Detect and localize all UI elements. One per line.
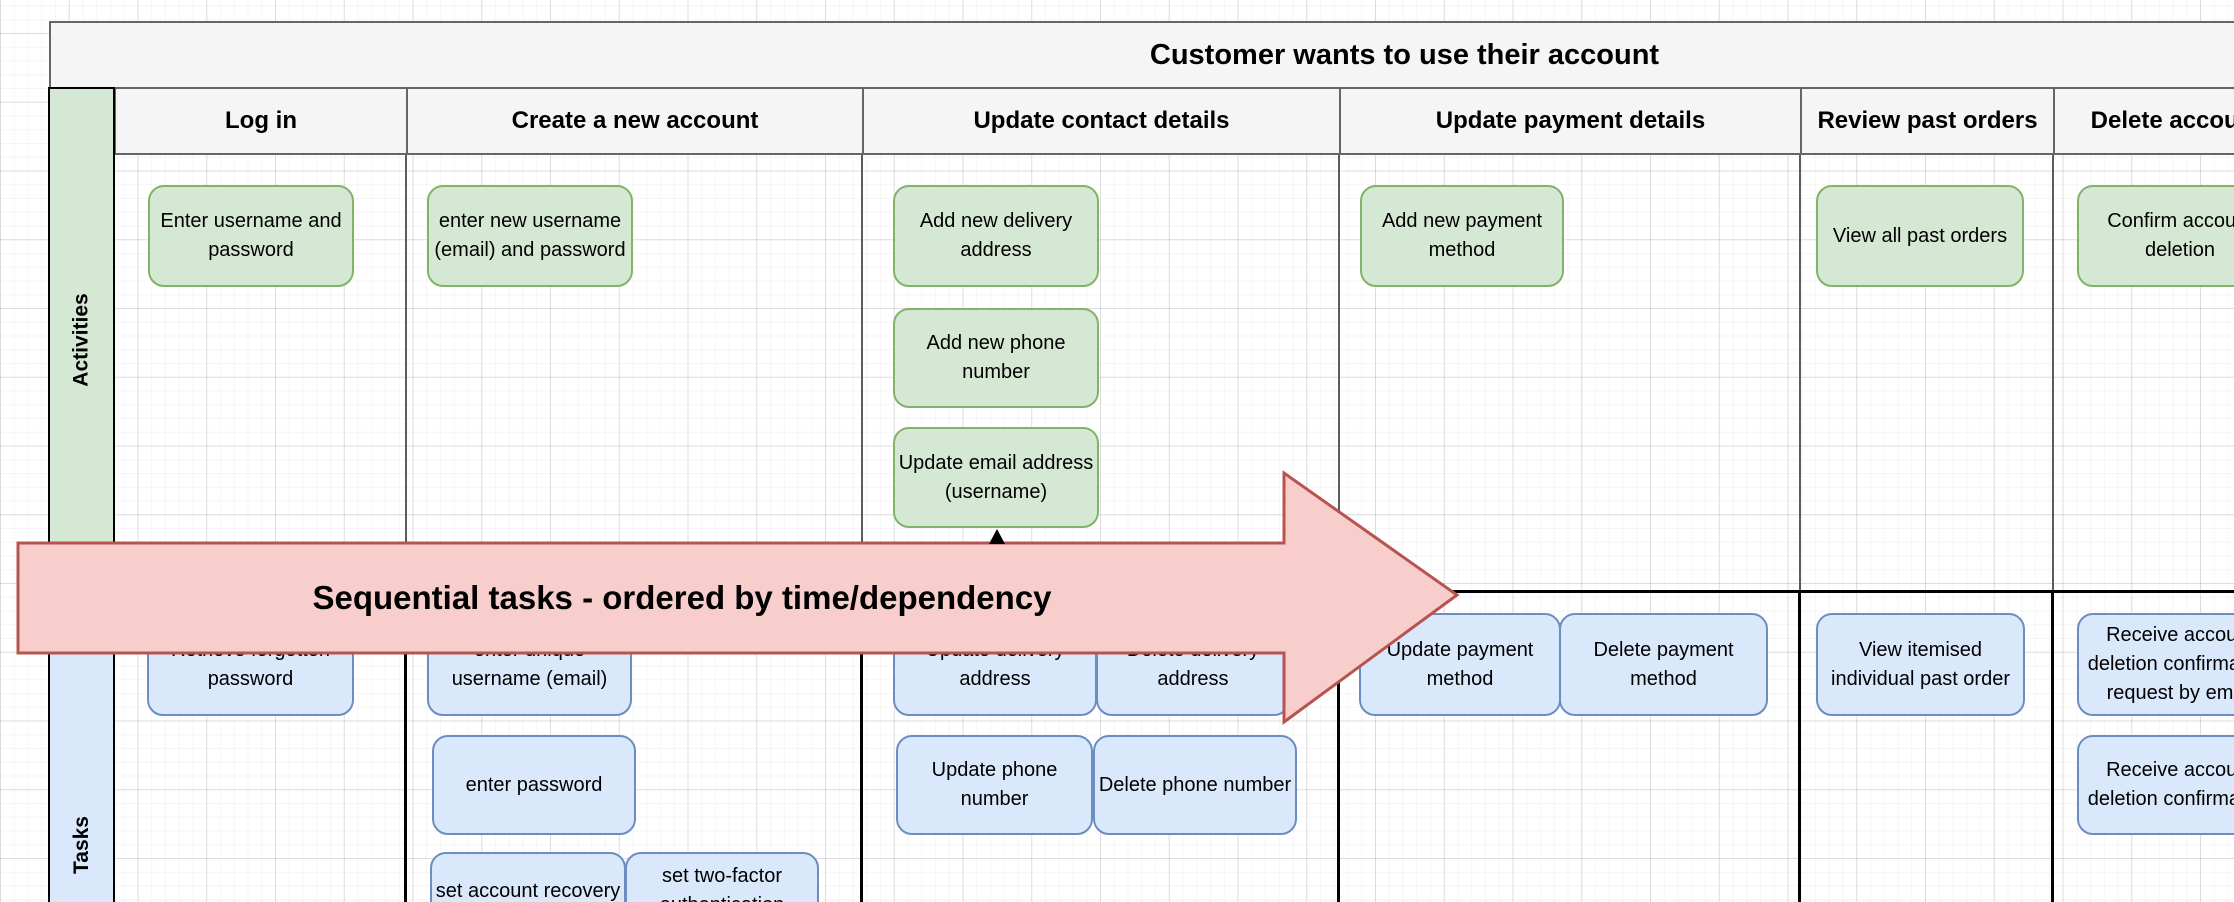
column-divider xyxy=(861,155,863,591)
activity-box-view-orders[interactable]: View all past orders xyxy=(1816,185,2024,287)
task-box-retrieve-password[interactable]: Retrieve forgotten password xyxy=(147,613,354,716)
story-map-title: Customer wants to use their account xyxy=(1149,38,1660,71)
column-header-label: Update contact details xyxy=(973,107,1230,134)
task-label: enter unique username (email) xyxy=(451,638,608,690)
activity-label: Add new phone number xyxy=(926,332,1066,383)
column-header-label: Delete account xyxy=(2090,107,2234,134)
task-label: set account recovery xyxy=(435,879,621,902)
column-divider xyxy=(1799,155,1801,591)
activity-box-add-payment[interactable]: Add new payment method xyxy=(1360,185,1564,287)
activity-label: View all past orders xyxy=(1832,224,2008,247)
activities-lane-label: Activities xyxy=(69,292,93,387)
column-header-create-account[interactable]: Create a new account xyxy=(406,87,864,155)
task-box-delete-payment[interactable]: Delete payment method xyxy=(1559,613,1768,716)
task-box-update-payment[interactable]: Update payment method xyxy=(1359,613,1561,716)
task-box-account-recovery[interactable]: set account recovery xyxy=(430,852,626,902)
task-label: Receive account deletion confirmation xyxy=(2087,759,2234,810)
task-label: Receive account deletion confirmation re… xyxy=(2087,624,2234,704)
column-divider xyxy=(2052,155,2054,591)
task-label: View itemised individual past order xyxy=(1831,638,2010,690)
activity-box-enter-credentials[interactable]: Enter username and password xyxy=(148,185,354,287)
activity-box-confirm-deletion[interactable]: Confirm account deletion xyxy=(2077,185,2234,287)
task-box-receive-deletion-confirmation[interactable]: Receive account deletion confirmation xyxy=(2077,735,2234,835)
task-label: Delete phone number xyxy=(1098,773,1292,796)
task-label: Update payment method xyxy=(1386,638,1534,690)
sequential-tasks-arrow-label: Sequential tasks - ordered by time/depen… xyxy=(312,579,1052,616)
task-label: Update delivery address xyxy=(925,638,1065,690)
column-header-update-payment[interactable]: Update payment details xyxy=(1339,87,1802,155)
activity-label: Confirm account deletion xyxy=(2107,210,2234,261)
story-map-title-cell[interactable]: Customer wants to use their account xyxy=(49,21,2234,89)
column-divider xyxy=(1337,591,1340,902)
tasks-lane-header[interactable]: Tasks xyxy=(48,590,115,902)
column-header-log-in[interactable]: Log in xyxy=(114,87,408,155)
activity-label: enter new username (email) and password xyxy=(434,210,626,261)
activity-label: Enter username and password xyxy=(160,210,342,261)
task-box-update-phone[interactable]: Update phone number xyxy=(896,735,1093,835)
task-label: Delete delivery address xyxy=(1126,638,1260,690)
activity-label: Update email address (username) xyxy=(898,451,1094,503)
column-header-update-contact[interactable]: Update contact details xyxy=(862,87,1341,155)
column-divider xyxy=(404,591,407,902)
tasks-lane-label: Tasks xyxy=(69,816,93,874)
column-header-delete-account[interactable]: Delete account xyxy=(2053,87,2234,155)
column-divider xyxy=(860,591,863,902)
column-divider xyxy=(405,155,407,591)
column-header-label: Update payment details xyxy=(1435,107,1706,134)
column-header-review-orders[interactable]: Review past orders xyxy=(1800,87,2055,155)
task-label: Delete payment method xyxy=(1593,638,1734,690)
up-arrowhead-icon xyxy=(989,529,1005,544)
task-label: enter password xyxy=(465,773,603,796)
task-box-unique-username[interactable]: enter unique username (email) xyxy=(427,613,632,716)
task-label: set two-factor authentication xyxy=(660,865,785,902)
task-box-two-factor[interactable]: set two-factor authentication xyxy=(625,852,819,902)
activity-label: Add new payment method xyxy=(1381,210,1543,261)
task-box-delete-delivery[interactable]: Delete delivery address xyxy=(1096,613,1290,716)
task-box-receive-deletion-request[interactable]: Receive account deletion confirmation re… xyxy=(2077,613,2234,716)
column-header-label: Log in xyxy=(225,107,297,134)
activity-label: Add new delivery address xyxy=(919,210,1073,261)
activities-lane-header[interactable]: Activities xyxy=(48,87,115,592)
task-box-delete-phone[interactable]: Delete phone number xyxy=(1093,735,1297,835)
column-divider xyxy=(1798,591,1801,902)
column-divider xyxy=(1338,155,1340,591)
task-label: Update phone number xyxy=(931,759,1058,810)
activity-box-new-username[interactable]: enter new username (email) and password xyxy=(427,185,633,287)
column-divider xyxy=(2051,591,2054,902)
activity-box-add-delivery-address[interactable]: Add new delivery address xyxy=(893,185,1099,287)
task-label: Retrieve forgotten password xyxy=(171,638,330,690)
task-box-view-itemised-order[interactable]: View itemised individual past order xyxy=(1816,613,2025,716)
column-header-label: Create a new account xyxy=(511,107,759,134)
column-header-label: Review past orders xyxy=(1817,107,2038,134)
task-box-enter-password[interactable]: enter password xyxy=(432,735,636,835)
activity-box-update-email[interactable]: Update email address (username) xyxy=(893,427,1099,528)
task-box-update-delivery[interactable]: Update delivery address xyxy=(893,613,1097,716)
activity-box-add-phone[interactable]: Add new phone number xyxy=(893,308,1099,408)
